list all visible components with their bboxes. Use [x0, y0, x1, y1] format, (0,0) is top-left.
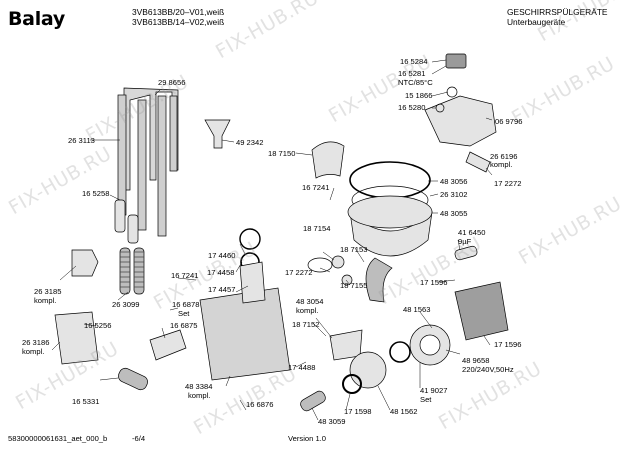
impeller [419, 334, 441, 356]
part-label: 15 1866 [405, 91, 433, 100]
part-label: 48 3059 [318, 417, 346, 426]
part-label: 16 5256 [84, 321, 112, 330]
part-label: NTC/85°C [398, 78, 433, 87]
brand-logo: Balay [8, 8, 65, 30]
part-label: 18 7152 [292, 320, 320, 329]
corrugated-hose-left [119, 247, 131, 295]
part-label: 17 1598 [344, 407, 372, 416]
part-label: 16 6876 [246, 400, 274, 409]
part-label: 48 3056 [440, 177, 468, 186]
part-label: 26 3185 [34, 287, 62, 296]
corrugated-hose-right [133, 247, 145, 295]
part-label: kompl. [490, 160, 513, 169]
part-label: kompl. [296, 306, 319, 315]
circulation-heater [424, 95, 497, 147]
regeneration-valve [149, 329, 187, 361]
part-label: 220/240V,50Hz [462, 365, 514, 374]
part-label: Set [178, 309, 190, 318]
part-label: 17 4460 [208, 251, 236, 260]
part-label: 16 5281 [398, 69, 426, 78]
pump-motor [454, 281, 509, 341]
salt-funnel [204, 119, 231, 149]
page-number: -6/4 [132, 434, 146, 443]
part-label: 26 3102 [440, 190, 468, 199]
hose-483059 [300, 390, 326, 412]
part-label: 17 4457 [208, 285, 236, 294]
part-label: 48 3384 [185, 382, 213, 391]
ring-172272 [307, 257, 333, 273]
model-number-1: 3VB613BB/20–V01,weiß [132, 7, 225, 17]
cover-cap [311, 141, 345, 179]
part-label: 16 7241 [171, 271, 199, 280]
part-label: 48 1563 [403, 305, 431, 314]
part-label: 18 7155 [340, 281, 368, 290]
part-label: 16 6878 [172, 300, 200, 309]
part-label: 16 5280 [398, 103, 426, 112]
o-ring [446, 86, 458, 98]
salt-container-neck [239, 261, 266, 304]
flowmeter-block [54, 311, 99, 365]
drain-pump [349, 351, 387, 389]
elbow-hose [365, 257, 393, 303]
model-number-2: 3VB613BB/14–V02,weiß [132, 17, 225, 27]
part-label: 48 3055 [440, 209, 468, 218]
sump-seal-ring [349, 161, 431, 199]
sump-top [347, 195, 433, 229]
part-label: 17 4458 [207, 268, 235, 277]
sump-housing [349, 211, 433, 257]
part-label: kompl. [188, 391, 211, 400]
part-label: 9µF [458, 237, 472, 246]
part-label: 06 9796 [495, 117, 523, 126]
part-label: 17 1596 [420, 278, 448, 287]
ntc-sensor-cap [445, 53, 467, 69]
part-label: 26 3099 [112, 300, 140, 309]
part-label: 48 9658 [462, 356, 490, 365]
hose-segment [114, 199, 126, 233]
part-label: 18 7154 [303, 224, 331, 233]
part-label: 41 9027 [420, 386, 448, 395]
part-label: 17 1596 [494, 340, 522, 349]
part-label: 17 4488 [288, 363, 316, 372]
part-label: kompl. [22, 347, 45, 356]
part-label: 18 7150 [268, 149, 296, 158]
part-label: 26 6196 [490, 152, 518, 161]
part-label: 16 5284 [400, 57, 428, 66]
part-label: 17 2272 [494, 179, 522, 188]
part-label: 16 5258 [82, 189, 110, 198]
part-label: 17 2272 [285, 268, 313, 277]
leader-lines [51, 59, 493, 421]
part-label: 29 8656 [158, 78, 186, 87]
seal-187155 [341, 274, 353, 286]
part-label: Set [420, 395, 432, 404]
category-subtitle: Unterbaugeräte [507, 17, 566, 27]
capacitor [454, 245, 478, 261]
part-label: 41 6450 [458, 228, 486, 237]
drain-hose-piece [118, 367, 148, 391]
part-label: kompl. [34, 296, 57, 305]
hose-segment [127, 214, 139, 244]
seal-174460 [239, 228, 261, 250]
hose-clamp [465, 151, 491, 173]
part-label: 48 3054 [296, 297, 324, 306]
part-label: 16 6875 [170, 321, 198, 330]
pump-seal-right [389, 341, 411, 363]
water-manifold-pipes [117, 87, 179, 237]
part-label: 16 7241 [302, 183, 330, 192]
part-label: 49 2342 [236, 138, 264, 147]
part-label: 26 3186 [22, 338, 50, 347]
category-title: GESCHIRRSPÜLGERÄTE [507, 7, 608, 17]
part-label: 26 3113 [68, 136, 95, 145]
version-label: Version 1.0 [288, 434, 326, 443]
inlet-valve [71, 249, 99, 277]
seal-187154 [331, 255, 345, 269]
part-label: 18 7153 [340, 245, 368, 254]
pump-seal [342, 374, 362, 394]
document-id: 58300000061631_aet_000_b [8, 434, 108, 443]
part-label: 48 1562 [390, 407, 418, 416]
part-label: 16 5331 [72, 397, 100, 406]
